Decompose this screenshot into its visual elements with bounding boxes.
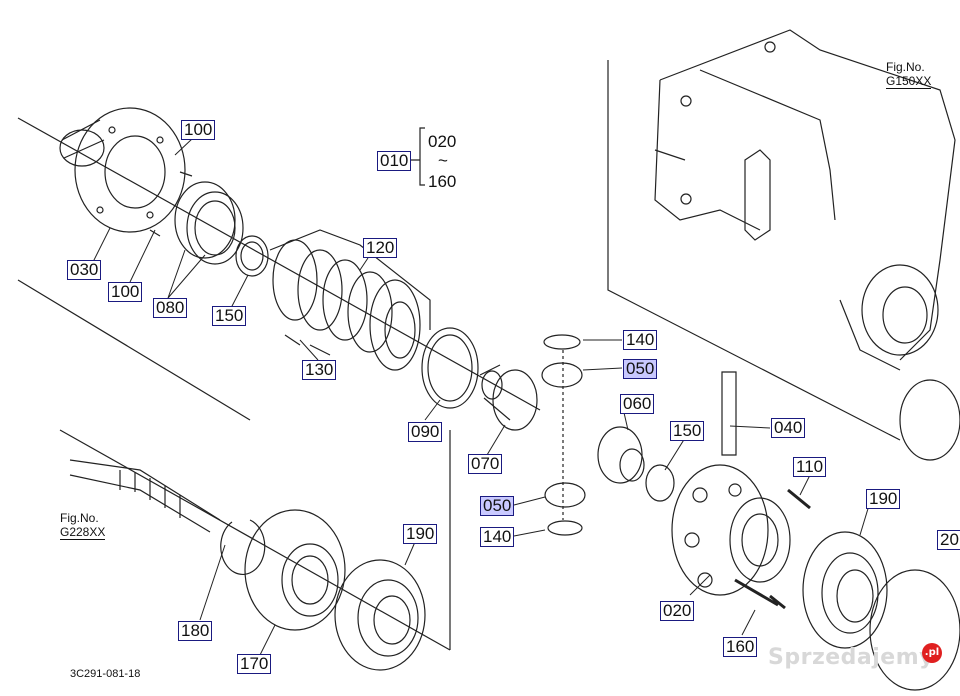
fig-ref-left-title: Fig.No. xyxy=(60,511,99,525)
fig-ref-right-title: Fig.No. xyxy=(886,60,925,74)
part-label-050a[interactable]: 050 xyxy=(623,359,658,379)
part-040-drawing xyxy=(721,371,737,456)
part-label-150a[interactable]: 150 xyxy=(212,306,247,326)
part-030-drawing xyxy=(59,107,193,237)
range-to: 160 xyxy=(428,172,457,191)
part-020-drawing xyxy=(671,464,791,596)
watermark-badge: .pl xyxy=(922,643,942,663)
range-from: 020 xyxy=(428,132,457,151)
part-190-left-drawing xyxy=(334,559,426,671)
boundary-lower xyxy=(59,429,451,651)
part-label-120[interactable]: 120 xyxy=(363,238,398,258)
part-label-170[interactable]: 170 xyxy=(237,654,272,674)
part-label-070[interactable]: 070 xyxy=(468,454,503,474)
shaft-drawing xyxy=(69,459,221,533)
part-160-drawing xyxy=(734,578,786,610)
part-label-100a[interactable]: 100 xyxy=(181,120,216,140)
part-label-100b[interactable]: 100 xyxy=(108,282,143,302)
fig-ref-right-number[interactable]: G150XX xyxy=(886,74,932,89)
part-label-110[interactable]: 110 xyxy=(793,457,827,477)
part-label-010[interactable]: 010 xyxy=(377,151,412,171)
transmission-housing-drawing xyxy=(654,29,960,461)
part-label-050b[interactable]: 050 xyxy=(480,496,515,516)
part-190-right-drawing xyxy=(802,531,888,649)
watermark-text: Sprzedajemy xyxy=(768,645,934,670)
boundary-right-housing xyxy=(607,60,901,441)
part-050-upper-drawing xyxy=(541,362,583,388)
part-label-090[interactable]: 090 xyxy=(408,422,443,442)
part-label-140b[interactable]: 140 xyxy=(480,527,515,547)
part-060-drawing xyxy=(597,426,645,484)
part-label-180[interactable]: 180 xyxy=(178,621,213,641)
diagram-code: 3C291-081-18 xyxy=(70,668,141,680)
part-180-drawing xyxy=(220,519,266,576)
boundary-mid xyxy=(17,279,251,421)
part-label-030[interactable]: 030 xyxy=(67,260,102,280)
part-label-190a[interactable]: 190 xyxy=(866,489,901,509)
part-090-drawing xyxy=(421,327,479,409)
part-label-150b[interactable]: 150 xyxy=(670,421,705,441)
part-200-drawing xyxy=(869,569,960,691)
part-label-060[interactable]: 060 xyxy=(620,394,655,414)
clutch-pack-drawing xyxy=(269,229,431,371)
part-170-drawing xyxy=(244,509,346,631)
part-label-080[interactable]: 080 xyxy=(153,298,188,318)
part-080-drawing xyxy=(174,181,244,265)
part-label-020[interactable]: 020 xyxy=(660,601,695,621)
range-brace xyxy=(410,127,425,186)
part-150-washer-right xyxy=(645,464,675,502)
part-label-190b[interactable]: 190 xyxy=(403,524,438,544)
part-label-130[interactable]: 130 xyxy=(302,360,337,380)
part-label-160[interactable]: 160 xyxy=(723,637,758,657)
part-label-200[interactable]: 20 xyxy=(937,530,960,550)
part-070-drawing xyxy=(479,364,538,431)
range-tilde: ~ xyxy=(438,151,448,170)
part-150-washer-left xyxy=(235,235,269,277)
part-050-lower-drawing xyxy=(544,482,586,508)
part-label-040[interactable]: 040 xyxy=(771,418,806,438)
part-110-drawing xyxy=(787,488,811,510)
fig-ref-left[interactable]: Fig.No. G228XX xyxy=(60,511,106,540)
fig-ref-left-number[interactable]: G228XX xyxy=(60,525,106,540)
part-label-140a[interactable]: 140 xyxy=(623,330,658,350)
fig-ref-right[interactable]: Fig.No. G150XX xyxy=(886,60,932,89)
